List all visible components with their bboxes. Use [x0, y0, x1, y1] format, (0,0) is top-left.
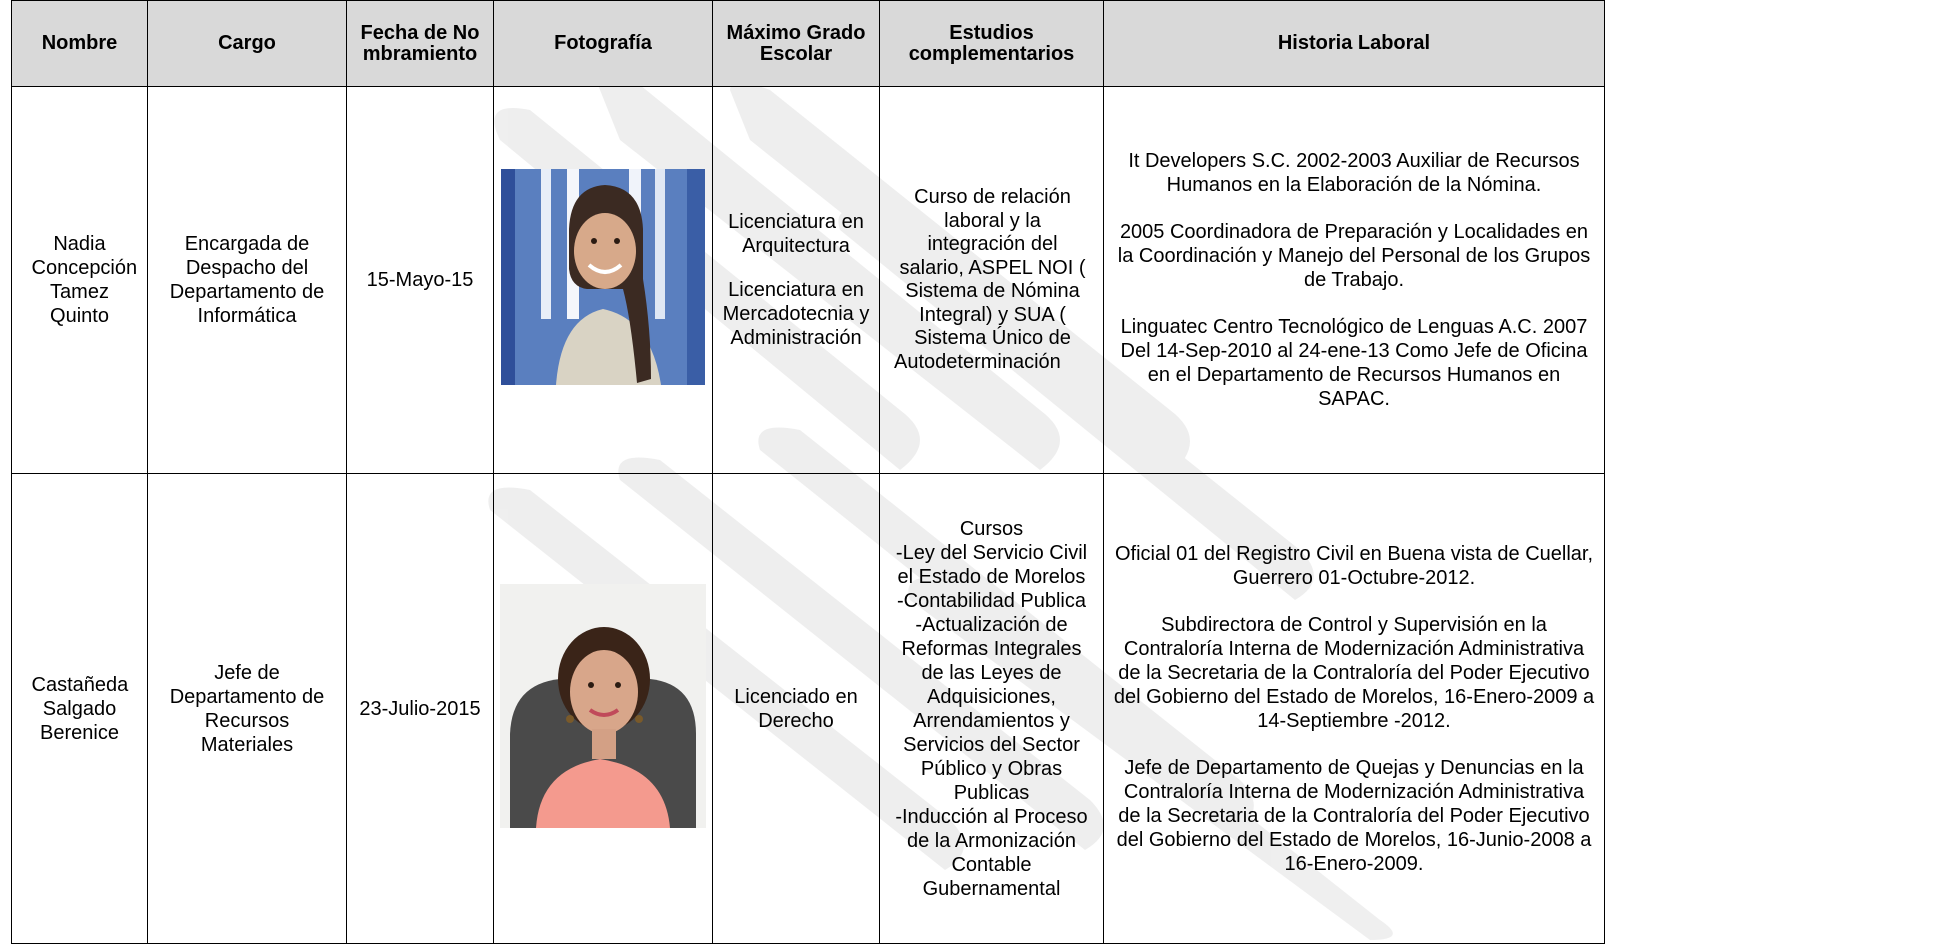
estudio-line: el Estado de Morelos — [897, 565, 1086, 588]
header-grado: Máximo Grado Escolar — [712, 0, 880, 87]
history-entry: Oficial 01 del Registro Civil en Buena v… — [1114, 542, 1594, 589]
cell-nombre: Nadia Concepción Tamez Quinto — [11, 86, 148, 474]
estudio-line: -Actualización de — [915, 613, 1068, 636]
header-fecha: Fecha de Nombramiento — [346, 0, 494, 87]
header-row: Nombre Cargo Fecha de Nombramiento Fotog… — [11, 0, 1605, 87]
history-entry: It Developers S.C. 2002-2003 Auxiliar de… — [1128, 150, 1580, 196]
estudio-line: -Contabilidad Publica — [896, 589, 1086, 612]
estudio-line: Gubernamental — [922, 877, 1061, 900]
history-entry: Subdirectora de Control y Supervisión en… — [1113, 613, 1595, 732]
table-row: Nadia Concepción Tamez Quinto Encargada … — [11, 86, 1605, 474]
cell-grado: Licenciado en Derecho — [712, 473, 880, 944]
cell-fotografia — [493, 86, 713, 474]
history-entry: 2005 Coordinadora de Preparación y Local… — [1117, 221, 1591, 291]
header-fotografia: Fotografía — [493, 0, 713, 87]
estudio-line: Contable — [951, 853, 1032, 876]
cell-fecha: 23-Julio-2015 — [346, 473, 494, 944]
cell-historia: It Developers S.C. 2002-2003 Auxiliar de… — [1103, 86, 1605, 474]
header-estudios: Estudios complementarios — [879, 0, 1104, 87]
photo-portrait-2 — [500, 583, 706, 828]
cell-estudios: Cursos -Ley del Servicio Civil el Estado… — [879, 473, 1104, 944]
header-nombre: Nombre — [11, 0, 148, 87]
grado-item: Licenciatura en Arquitectura — [728, 211, 864, 257]
estudio-line: de la Armonización — [907, 829, 1076, 852]
header-cargo: Cargo — [147, 0, 347, 87]
cell-estudios: Curso de relación laboral y la integraci… — [879, 86, 1104, 474]
table-row: Castañeda Salgado Berenice Jefe de Depar… — [11, 473, 1605, 944]
estudio-line: -Ley del Servicio Civil — [895, 541, 1088, 564]
cell-fotografia — [493, 473, 713, 944]
history-entry: Linguatec Centro Tecnológico de Lenguas … — [1120, 316, 1588, 410]
cell-cargo: Encargada de Despacho del Departamento d… — [147, 86, 347, 474]
cell-historia: Oficial 01 del Registro Civil en Buena v… — [1103, 473, 1605, 944]
estudio-line: Adquisiciones, — [927, 685, 1056, 708]
grado-item: Licenciatura en Mercadotecnia y Administ… — [722, 279, 870, 349]
cell-fecha: 15-Mayo-15 — [346, 86, 494, 474]
estudio-line: Servicios del Sector — [903, 733, 1080, 756]
estudio-line: Publicas — [953, 781, 1030, 804]
estudio-line: Arrendamientos y — [913, 709, 1070, 732]
estudio-line: Cursos — [959, 517, 1024, 540]
cell-grado: Licenciatura en Arquitectura Licenciatur… — [712, 86, 880, 474]
estudio-line: Reformas Integrales — [901, 637, 1082, 660]
estudio-line: de las Leyes de — [921, 661, 1062, 684]
history-entry: Jefe de Departamento de Quejas y Denunci… — [1116, 756, 1592, 875]
cell-nombre: Castañeda Salgado Berenice — [11, 473, 148, 944]
estudio-line: Público y Obras — [920, 757, 1063, 780]
estudio-line: -Inducción al Proceso — [895, 805, 1088, 828]
cell-cargo: Jefe de Departamento de Recursos Materia… — [147, 473, 347, 944]
staff-table: Nombre Cargo Fecha de Nombramiento Fotog… — [11, 0, 1605, 944]
photo-portrait-1 — [501, 169, 705, 385]
header-historia: Historia Laboral — [1103, 0, 1605, 87]
